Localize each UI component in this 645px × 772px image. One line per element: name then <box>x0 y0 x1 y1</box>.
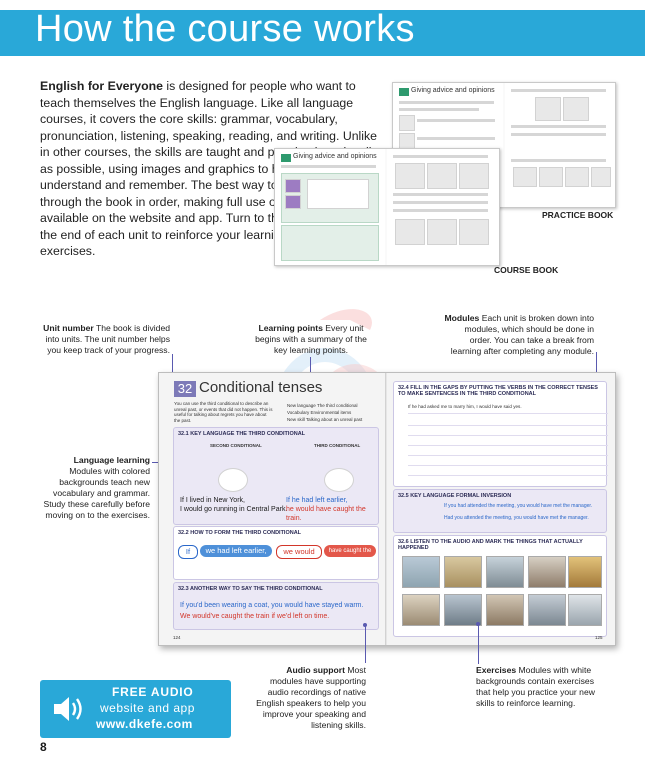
module-32-5: 32.5 KEY LANGUAGE FORMAL INVERSION If yo… <box>393 489 607 533</box>
r2-sentence-2: Had you attended the meeting, you would … <box>444 515 589 521</box>
practice-book-caption: PRACTICE BOOK <box>542 210 614 220</box>
label-unit-number-text: The book is divided into units. The unit… <box>45 323 170 355</box>
module-32-2-heading: 32.2 HOW TO FORM THE THIRD CONDITIONAL <box>178 530 302 536</box>
course-chip <box>281 154 291 162</box>
practice-right-page <box>505 83 615 207</box>
m1-sentence-1a: If I lived in New York, <box>180 497 245 504</box>
m1-illustration-left <box>218 468 248 492</box>
module-32-2: 32.2 HOW TO FORM THE THIRD CONDITIONAL I… <box>173 526 379 580</box>
r2-sentence-1: If you had attended the meeting, you wou… <box>444 503 593 509</box>
exercise-example: If he had asked me to marry him, I would… <box>408 404 608 414</box>
label-exercises-text: Modules with white backgrounds contain e… <box>476 665 595 708</box>
unit-number-badge: 32 <box>174 381 196 397</box>
label-exercises: Exercises Modules with white backgrounds… <box>476 665 600 709</box>
m1-sentence-2b: he would have caught the train. <box>286 506 366 522</box>
label-unit-number: Unit number The book is divided into uni… <box>40 323 170 356</box>
m1-illustration-right <box>324 468 354 492</box>
m1-sub1: SECOND CONDITIONAL <box>210 443 262 448</box>
practice-title: Giving advice and opinions <box>411 87 495 94</box>
label-learning-points-text: Every unit begins with a summary of the … <box>255 323 367 355</box>
module-32-3: 32.3 ANOTHER WAY TO SAY THE THIRD CONDIT… <box>173 582 379 630</box>
m1-sentence-1b: I would go running in Central Park. <box>180 506 288 513</box>
m2-pill-1: we had left earlier, <box>200 545 272 557</box>
m2-pill-2: we would <box>276 545 322 559</box>
left-page-number: 124 <box>173 635 181 640</box>
m2-pill-if: If <box>178 545 198 559</box>
speaker-icon <box>54 697 82 721</box>
label-language-learning-text: Modules with colored backgrounds teach n… <box>43 466 150 520</box>
label-audio-support-text: Most modules have supporting audio recor… <box>256 665 366 730</box>
module-32-6-heading: 32.6 LISTEN TO THE AUDIO AND MARK THE TH… <box>398 539 583 551</box>
audio-url[interactable]: www.dkefe.com <box>96 717 193 731</box>
unit-title: Conditional tenses <box>199 379 323 396</box>
page-header: How the course works <box>0 8 645 56</box>
label-learning-points: Learning points Every unit begins with a… <box>254 323 368 356</box>
m2-pill-3: have caught the train. <box>324 545 376 566</box>
practice-chip <box>399 88 409 96</box>
course-title: Giving advice and opinions <box>293 153 377 160</box>
audio-line-1: FREE AUDIO <box>112 685 194 699</box>
course-book-thumbnail: Giving advice and opinions <box>274 148 500 266</box>
course-right-page <box>387 149 499 265</box>
learning-point-2: Vocabulary Environmental items <box>287 410 352 415</box>
free-audio-box[interactable]: FREE AUDIO website and app www.dkefe.com <box>40 680 231 738</box>
label-learning-points-bold: Learning points <box>258 323 323 333</box>
course-book-spread: 32 Conditional tenses You can use the th… <box>158 372 616 646</box>
module-32-5-heading: 32.5 KEY LANGUAGE FORMAL INVERSION <box>398 493 512 499</box>
m3-sentence-1: If you'd been wearing a coat, you would … <box>180 602 364 609</box>
course-left-page: Giving advice and opinions <box>275 149 385 265</box>
learning-point-3: New skill Talking about an unreal past <box>287 417 363 422</box>
label-unit-number-bold: Unit number <box>43 323 94 333</box>
label-audio-support: Audio support Most modules have supporti… <box>254 665 366 731</box>
label-language-learning-bold: Language learning <box>73 455 150 465</box>
right-page-number: 125 <box>595 635 603 640</box>
m1-sub2: THIRD CONDITIONAL <box>314 443 361 448</box>
audio-line-2: website and app <box>100 701 195 715</box>
module-32-6: 32.6 LISTEN TO THE AUDIO AND MARK THE TH… <box>393 535 607 637</box>
m3-sentence-2: We would've caught the train if we'd lef… <box>180 613 330 620</box>
learning-point-1: New language The third conditional <box>287 403 358 408</box>
module-32-4-heading: 32.4 FILL IN THE GAPS BY PUTTING THE VER… <box>398 385 598 397</box>
module-32-1: 32.1 KEY LANGUAGE THE THIRD CONDITIONAL … <box>173 427 379 525</box>
intro-bold: English for Everyone <box>40 79 163 93</box>
label-language-learning: Language learning Modules with colored b… <box>40 455 150 521</box>
module-32-1-heading: 32.1 KEY LANGUAGE THE THIRD CONDITIONAL <box>178 431 306 437</box>
label-modules-text: Each unit is broken down into modules, w… <box>450 313 594 356</box>
label-modules: Modules Each unit is broken down into mo… <box>444 313 594 357</box>
label-exercises-bold: Exercises <box>476 665 517 675</box>
page-number: 8 <box>40 740 47 754</box>
unit-intro: You can use the third conditional to des… <box>174 401 273 423</box>
label-audio-support-bold: Audio support <box>286 665 345 675</box>
m1-sentence-2a: If he had left earlier, <box>286 497 348 504</box>
label-modules-bold: Modules <box>444 313 480 323</box>
module-32-3-heading: 32.3 ANOTHER WAY TO SAY THE THIRD CONDIT… <box>178 586 323 592</box>
page-title: How the course works <box>35 8 415 50</box>
module-32-4: 32.4 FILL IN THE GAPS BY PUTTING THE VER… <box>393 381 608 487</box>
course-book-caption: COURSE BOOK <box>494 265 559 275</box>
